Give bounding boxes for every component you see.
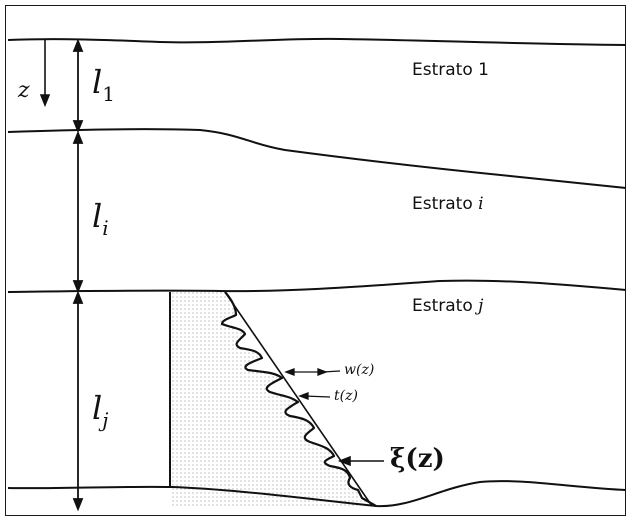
t-label: t(z) bbox=[334, 388, 358, 404]
xi-leader bbox=[337, 455, 384, 467]
lj-label: lj bbox=[92, 392, 108, 430]
stippled-region bbox=[172, 292, 376, 506]
trend-line bbox=[224, 291, 373, 507]
diagram-frame bbox=[5, 5, 626, 516]
li-base: l bbox=[92, 197, 103, 235]
fluctuating-profile bbox=[220, 291, 377, 507]
stratum-i-index: i bbox=[478, 194, 484, 214]
z-axis-label: z bbox=[18, 78, 30, 103]
w-label: w(z) bbox=[344, 362, 375, 378]
l1-sub: 1 bbox=[102, 82, 115, 106]
w-deviation-marker bbox=[284, 368, 341, 376]
stratum-i-word: Estrato bbox=[412, 194, 473, 214]
lj-sub: j bbox=[102, 408, 109, 432]
stratum-j-index: j bbox=[478, 296, 484, 316]
stratum-j-word: Estrato bbox=[412, 296, 473, 316]
boundary-1-i-line bbox=[7, 128, 627, 189]
xi-label: ξ(z) bbox=[390, 444, 445, 474]
li-sub: i bbox=[102, 216, 109, 240]
boundary-i-j-line bbox=[7, 279, 627, 293]
bottom-boundary-line bbox=[7, 480, 627, 508]
z-direction-arrow bbox=[39, 40, 51, 108]
stratum-i-label: Estrato i bbox=[412, 196, 484, 213]
t-leader bbox=[298, 392, 331, 400]
thickness-arrows bbox=[72, 38, 84, 512]
stratum-j-label: Estrato j bbox=[412, 298, 483, 315]
ground-surface-line bbox=[7, 37, 627, 46]
stratum-1-label: Estrato 1 bbox=[412, 60, 489, 80]
lj-base: l bbox=[92, 389, 103, 427]
li-label: li bbox=[92, 200, 109, 238]
l1-label: l1 bbox=[92, 66, 115, 104]
l1-base: l bbox=[92, 63, 103, 101]
